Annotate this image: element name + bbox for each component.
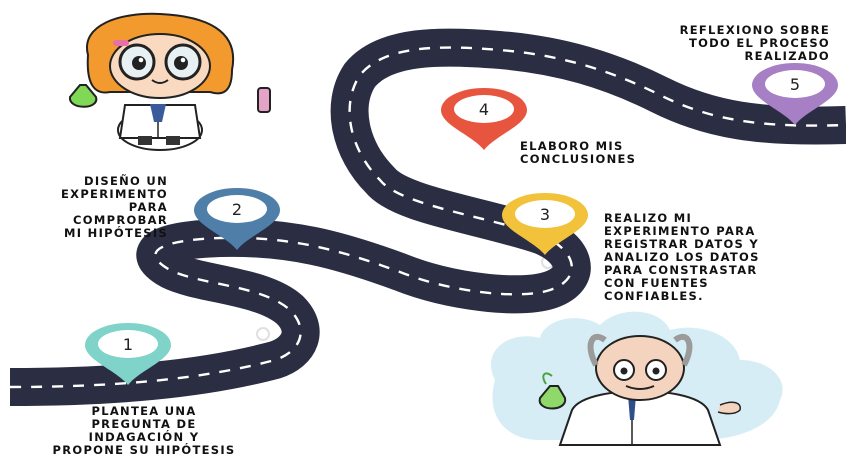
step-1-number: 1 — [123, 335, 133, 354]
step-4-text: ELABORO MIS CONCLUSIONES — [520, 139, 637, 166]
step-2-text: DISEÑO UN EXPERIMENTO PARA COMPROBAR MI … — [61, 174, 168, 240]
road-lane-markings — [9, 46, 846, 389]
step-1-text: PLANTEA UNA PREGUNTA DE INDAGACIÓN Y PRO… — [52, 404, 236, 457]
step-5-text: REFLEXIONO SOBRE TODO EL PROCESO REALIZA… — [679, 23, 830, 63]
step-5-number: 5 — [790, 75, 800, 94]
old-scientist-icon — [491, 311, 783, 446]
road — [9, 28, 846, 406]
step-3-pin: 3 — [502, 193, 588, 255]
step-4-pin: 4 — [441, 88, 527, 150]
step-3-number: 3 — [540, 205, 550, 224]
step-5-pin: 5 — [752, 63, 838, 125]
step-3-text: REALIZO MI EXPERIMENTO PARA REGISTRAR DA… — [604, 211, 760, 303]
girl-scientist-icon — [69, 12, 271, 151]
step-2-number: 2 — [232, 200, 242, 219]
step-1-pin: 1 — [85, 323, 171, 385]
step-4-number: 4 — [479, 100, 489, 119]
step-2-pin: 2 — [194, 188, 280, 250]
